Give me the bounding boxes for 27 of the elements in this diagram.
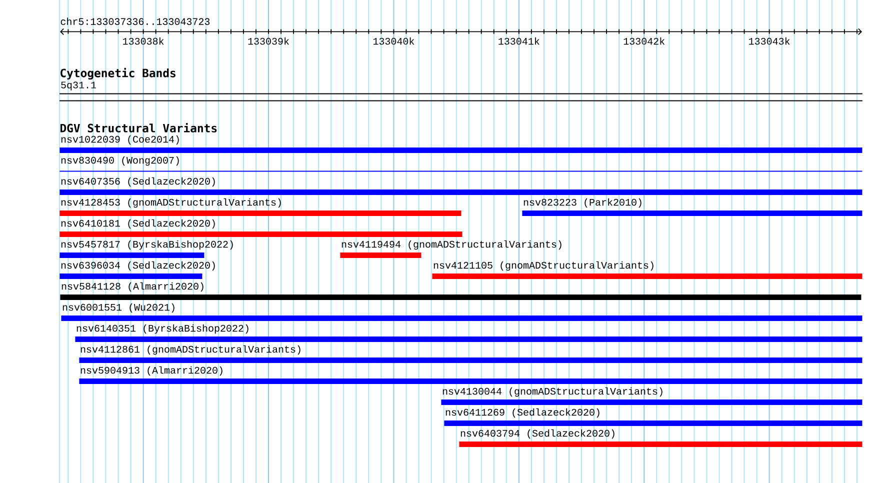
- tick-label: 133039k: [248, 37, 289, 45]
- variant-label: nsv830490 (Wong2007): [61, 156, 179, 166]
- band-label: 5q31.1: [61, 82, 96, 90]
- variant-label: nsv5457817 (ByrskaBishop2022): [61, 240, 233, 250]
- variant-label: nsv4112861 (gnomADStructuralVariants): [80, 345, 300, 355]
- variant-label: nsv6403794 (Sedlazeck2020): [460, 429, 614, 439]
- variant-label: nsv6410181 (Sedlazeck2020): [61, 219, 215, 229]
- variant-label: nsv5904913 (Almarri2020): [80, 366, 222, 376]
- variant-label: nsv6140351 (ByrskaBishop2022): [76, 324, 248, 334]
- variant-label: nsv6396034 (Sedlazeck2020): [61, 261, 215, 271]
- tick-label: 133040k: [373, 37, 414, 45]
- tick-label: 133038k: [123, 37, 164, 45]
- variant-label: nsv1022039 (Coe2014): [61, 135, 179, 145]
- tick-label: 133043k: [749, 37, 790, 45]
- tick-label: 133042k: [624, 37, 665, 45]
- track-title: DGV Structural Variants: [60, 123, 217, 132]
- tick-label: 133041k: [498, 37, 540, 45]
- variant-label: nsv6001551 (Wu2021): [62, 303, 174, 313]
- coordinate-label: chr5:133037336..133043723: [60, 18, 210, 25]
- variant-label: nsv6411269 (Sedlazeck2020): [446, 408, 600, 418]
- variant-label: nsv4130044 (gnomADStructuralVariants): [442, 387, 662, 397]
- variant-label: nsv5841128 (Almarri2020): [62, 282, 204, 292]
- variant-label: nsv4128453 (gnomADStructuralVariants): [61, 198, 281, 208]
- variant-label: nsv6407356 (Sedlazeck2020): [61, 177, 215, 187]
- variant-label: nsv823223 (Park2010): [524, 198, 642, 208]
- variant-label: nsv4121105 (gnomADStructuralVariants): [434, 261, 654, 271]
- variant-label: nsv4119494 (gnomADStructuralVariants): [342, 240, 562, 250]
